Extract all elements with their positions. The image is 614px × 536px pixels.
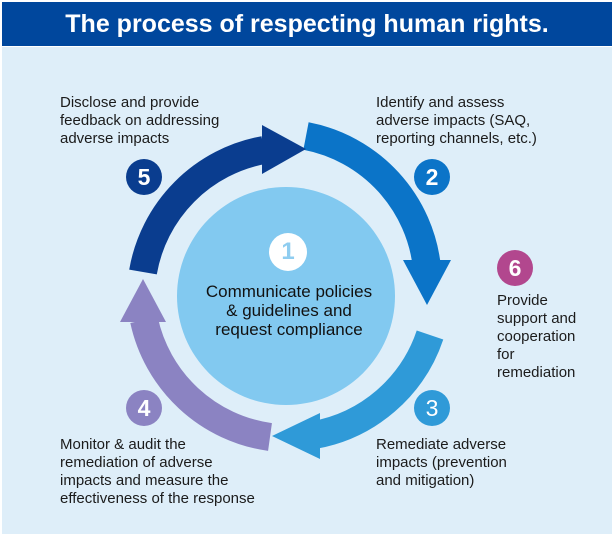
step-5-badge: 5 [126, 159, 162, 195]
step-3-badge: 3 [414, 390, 450, 426]
step-4-text: Monitor & audit the remediation of adver… [60, 436, 255, 507]
arrow-step-2-head [403, 260, 451, 305]
step-6-badge: 6 [497, 250, 533, 286]
step-2-badge: 2 [414, 159, 450, 195]
arrow-step-3-head [272, 413, 320, 459]
arrow-step-4-body [130, 316, 273, 451]
page-title: The process of respecting human rights. [2, 2, 612, 46]
arrow-step-2-body [303, 122, 441, 270]
center-circle [177, 187, 395, 405]
step-3-text: Remediate adverse impacts (prevention an… [376, 436, 507, 489]
step-6-text: Provide support and cooperation for reme… [497, 292, 577, 381]
step-1-number: 1 [269, 233, 307, 271]
step-1-text: Communicate policies & guidelines and re… [205, 282, 373, 339]
arrow-step-3-body [311, 330, 444, 449]
arrow-step-4-head [120, 279, 166, 322]
step-4-badge: 4 [126, 390, 162, 426]
arrow-step-5-body [129, 136, 267, 275]
step-2-text: Identify and assess adverse impacts (SAQ… [376, 94, 537, 147]
step-5-text: Disclose and provide feedback on address… [60, 94, 220, 147]
arrow-step-5-head [262, 125, 306, 174]
